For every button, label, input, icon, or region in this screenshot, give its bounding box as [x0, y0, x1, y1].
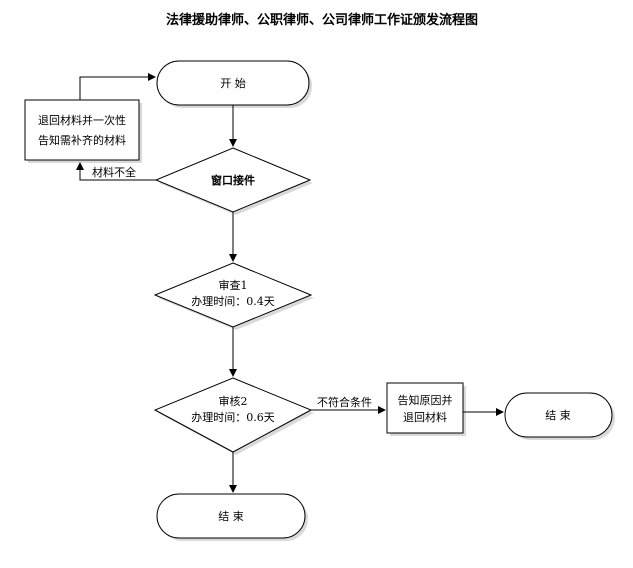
return-materials-box: 退回材料并一次性 告知需补齐的材料: [24, 99, 142, 163]
edge-window-to-return: [76, 162, 156, 181]
return-materials-line2: 告知需补齐的材料: [38, 133, 126, 147]
page-title: 法律援助律师、公职律师、公司律师工作证颁发流程图: [166, 12, 478, 28]
review1-line2: 办理时间：0.4天: [191, 295, 275, 308]
notify-return-box: 告知原因并 退回材料: [386, 382, 466, 436]
edge-return-to-start: [79, 73, 156, 100]
window-receive-label: 窗口接件: [211, 173, 255, 187]
window-receive-decision: 窗口接件: [154, 147, 313, 215]
end-side-label: 结 束: [545, 409, 571, 422]
review2-decision: 审核2 办理时间：0.6天: [153, 377, 314, 455]
review2-line2: 办理时间：0.6天: [191, 411, 275, 424]
incomplete-label: 材料不全: [92, 165, 136, 179]
end-main-label: 结 束: [218, 510, 244, 523]
not-qualified-label: 不符合条件: [317, 395, 372, 409]
start-label: 开 始: [220, 76, 246, 90]
start-terminal: 开 始: [156, 60, 312, 108]
review2-line1: 审核2: [219, 394, 248, 408]
end-terminal-main: 结 束: [156, 493, 308, 541]
notify-line1: 告知原因并: [398, 393, 453, 407]
notify-line2: 退回材料: [403, 410, 447, 424]
review1-decision: 审查1 办理时间：0.4天: [153, 262, 314, 330]
end-terminal-side: 结 束: [504, 392, 615, 440]
review1-line1: 审查1: [219, 278, 248, 292]
return-materials-line1: 退回材料并一次性: [38, 113, 126, 127]
